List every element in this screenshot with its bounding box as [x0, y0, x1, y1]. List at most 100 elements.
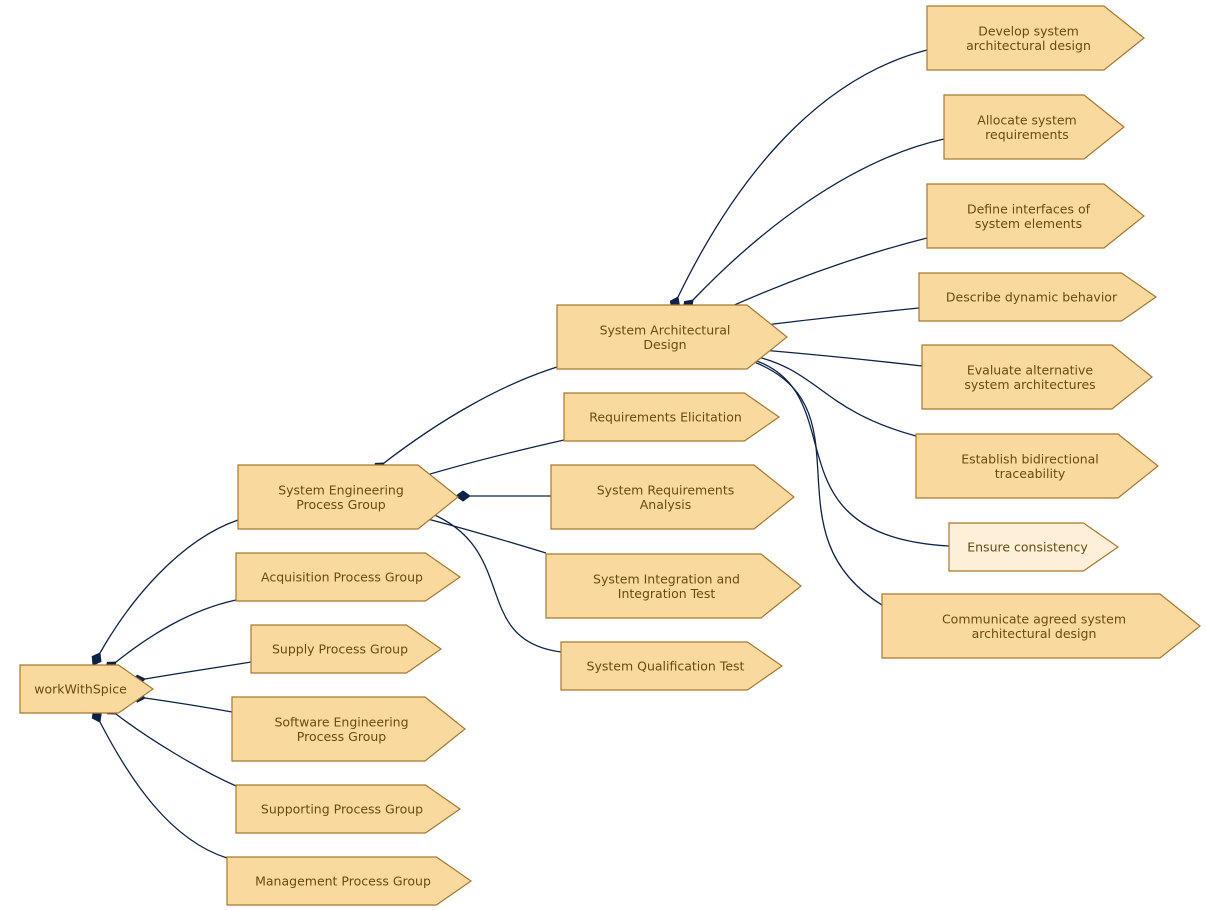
process-arrow-shape[interactable] — [915, 433, 1159, 499]
edge-line — [692, 138, 945, 301]
edge-root-sup — [130, 661, 252, 686]
node-label-line: architectural design — [972, 626, 1097, 641]
process-arrow-shape[interactable] — [226, 856, 473, 906]
node-label-line: System Qualification Test — [587, 659, 745, 674]
node-label: Acquisition Process Group — [261, 570, 423, 585]
node-req[interactable]: Requirements Elicitation — [563, 392, 781, 442]
edge-root-acq — [104, 599, 237, 672]
edge-line — [419, 516, 547, 554]
node-label-line: system architectures — [964, 377, 1095, 392]
edge-line — [747, 357, 950, 547]
edge-line — [115, 713, 237, 787]
node-label-line: System Requirements — [597, 482, 735, 497]
process-arrow-shape[interactable] — [926, 5, 1145, 71]
node-label: workWithSpice — [34, 682, 127, 697]
node-label: System Qualification Test — [587, 659, 745, 674]
node-label-line: System Architectural — [600, 322, 731, 337]
process-arrow-shape[interactable] — [563, 392, 781, 442]
edge-seg-sad — [372, 366, 558, 473]
node-root[interactable]: workWithSpice — [19, 664, 155, 714]
edge-seg-sra — [455, 490, 551, 502]
node-label-line: Process Group — [296, 497, 386, 512]
process-arrow-shape[interactable] — [250, 624, 443, 674]
node-label-line: Design — [643, 337, 686, 352]
node-label-line: Ensure consistency — [967, 540, 1088, 555]
node-label-line: workWithSpice — [34, 682, 127, 697]
edge-root-swe — [130, 691, 233, 713]
process-arrow-shape[interactable] — [19, 664, 155, 714]
process-arrow-shape[interactable] — [918, 272, 1158, 322]
edge-line — [99, 519, 239, 654]
node-label-line: System Integration and — [593, 571, 740, 586]
node-label-line: Analysis — [640, 497, 692, 512]
edge-line — [144, 661, 252, 680]
edge-root-seg — [91, 519, 239, 666]
node-dyn[interactable]: Describe dynamic behavior — [918, 272, 1158, 322]
process-arrow-shape[interactable] — [237, 464, 459, 530]
node-label-line: Integration Test — [618, 586, 716, 601]
node-mgmt[interactable]: Management Process Group — [226, 856, 473, 906]
node-label-line: Communicate agreed system — [942, 611, 1126, 626]
process-arrow-shape[interactable] — [556, 304, 788, 370]
edge-line — [761, 349, 923, 367]
process-arrow-shape[interactable] — [560, 641, 784, 691]
process-arrow-shape[interactable] — [235, 784, 462, 834]
process-arrow-shape[interactable] — [948, 522, 1120, 572]
edge-line — [765, 307, 920, 326]
process-arrow-shape[interactable] — [235, 552, 462, 602]
process-arrow-shape[interactable] — [926, 183, 1145, 249]
edge-line — [749, 354, 917, 437]
node-label-line: Process Group — [297, 729, 387, 744]
process-arrow-shape[interactable] — [881, 593, 1201, 659]
node-label-line: Requirements Elicitation — [589, 410, 742, 425]
node-label-line: Allocate system — [977, 112, 1076, 127]
node-label-line: system elements — [975, 216, 1082, 231]
node-acq[interactable]: Acquisition Process Group — [235, 552, 462, 602]
node-supp[interactable]: Supporting Process Group — [235, 784, 462, 834]
node-cons[interactable]: Ensure consistency — [948, 522, 1120, 572]
node-sup[interactable]: Supply Process Group — [250, 624, 443, 674]
process-arrow-shape[interactable] — [231, 696, 466, 762]
node-label-line: Software Engineering — [274, 714, 408, 729]
node-label-line: architectural design — [966, 38, 1091, 53]
node-label: Requirements Elicitation — [589, 410, 742, 425]
node-label-line: System Engineering — [278, 482, 404, 497]
process-arrow-shape[interactable] — [550, 464, 795, 530]
process-arrow-shape[interactable] — [921, 344, 1153, 410]
node-sqt[interactable]: System Qualification Test — [560, 641, 784, 691]
edge-line — [115, 599, 237, 663]
node-label: Ensure consistency — [967, 540, 1088, 555]
node-label-line: Define interfaces of — [967, 201, 1091, 216]
edge-line — [144, 697, 233, 713]
edge-sad-alloc — [682, 138, 945, 311]
process-arrow-shape[interactable] — [943, 94, 1125, 160]
node-label: Management Process Group — [255, 874, 431, 889]
edge-line — [722, 237, 928, 311]
node-label: Supply Process Group — [272, 642, 408, 657]
node-label-line: Evaluate alternative — [967, 362, 1094, 377]
edges-layer — [91, 49, 950, 859]
process-arrow-shape[interactable] — [545, 553, 802, 619]
